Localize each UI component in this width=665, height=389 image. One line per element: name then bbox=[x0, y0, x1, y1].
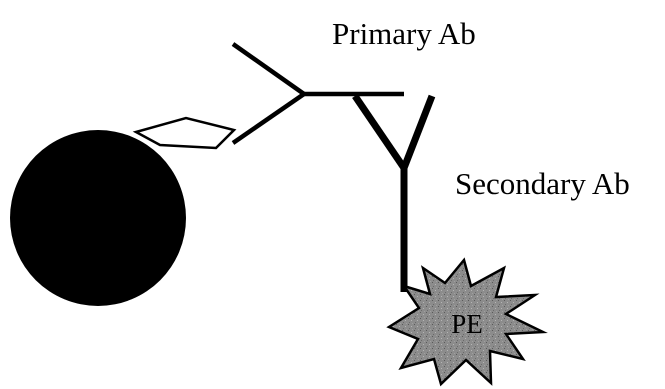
cell-icon bbox=[10, 130, 186, 306]
primary-antibody-icon bbox=[231, 42, 404, 145]
secondary-antibody-icon bbox=[352, 94, 436, 292]
fluorophore-starburst-icon: PE bbox=[386, 257, 548, 387]
antigen-icon bbox=[132, 116, 237, 150]
secondary-antibody-label: Secondary Ab bbox=[455, 166, 630, 201]
primary-antibody-label: Primary Ab bbox=[332, 16, 476, 51]
fluorophore-label: PE bbox=[451, 309, 483, 339]
